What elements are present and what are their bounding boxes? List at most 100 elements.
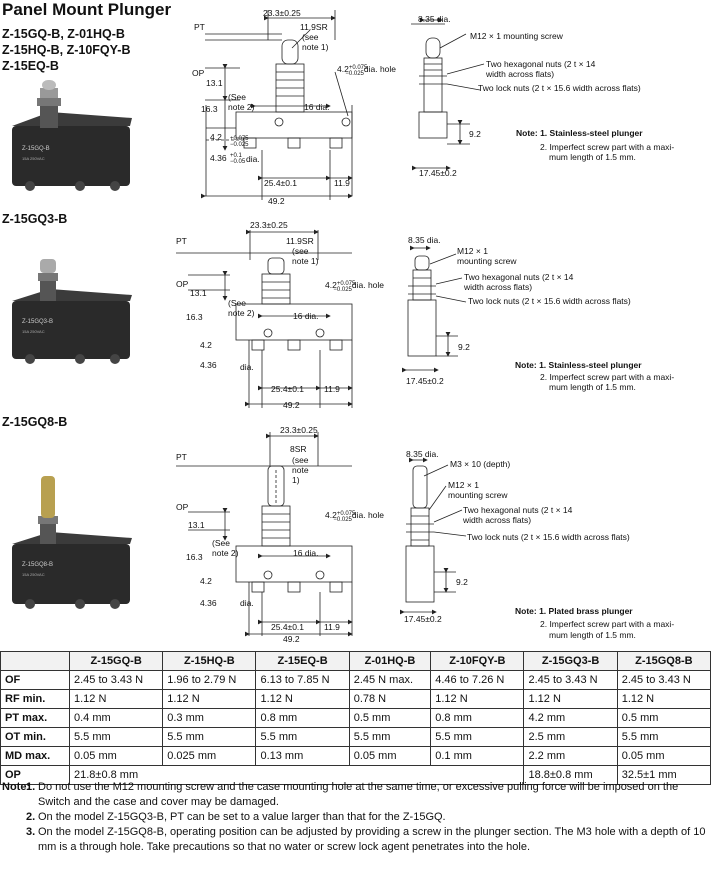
- footnote-num: 1.: [26, 781, 36, 793]
- svg-text:Two hexagonal nuts (2 t × 14: Two hexagonal nuts (2 t × 14: [464, 272, 574, 282]
- side-callout: Two hexagonal nuts (2 t × 14: [486, 59, 596, 69]
- table-row: OT min. 5.5 mm 5.5 mm 5.5 mm 5.5 mm 5.5 …: [0, 727, 712, 747]
- row-label: OP: [0, 765, 70, 785]
- svg-text:M12 × 1: M12 × 1: [457, 246, 488, 256]
- svg-text:8.35 dia.: 8.35 dia.: [406, 449, 439, 459]
- svg-text:(see: (see: [292, 455, 309, 465]
- side-dim: 17.45±0.2: [419, 168, 457, 178]
- table-cell: 0.4 mm: [68, 708, 164, 728]
- table-cell: 0.05 mm: [348, 746, 432, 766]
- svg-text:OP: OP: [176, 502, 189, 512]
- footnotes: Note: 1. Do not use the M12 mounting scr…: [2, 780, 712, 855]
- table-cell: 0.5 mm: [616, 708, 712, 728]
- svg-text:Z-15GQ3-B: Z-15GQ3-B: [22, 319, 53, 325]
- footnote-3: 3. On the model Z-15GQ8-B, operating pos…: [2, 825, 712, 855]
- table-header-cell: [0, 651, 70, 671]
- front-view-1: [201, 10, 353, 200]
- table-cell: 0.3 mm: [162, 708, 257, 728]
- svg-text:17.45±0.2: 17.45±0.2: [406, 376, 444, 386]
- svg-text:16.3: 16.3: [186, 312, 203, 322]
- table-cell: 0.5 mm: [348, 708, 432, 728]
- row-label: RF min.: [0, 689, 70, 709]
- switch-photo-1: Z-15GQ-B 15A 250VAC: [12, 80, 132, 191]
- footnote-num: 2.: [26, 811, 36, 823]
- row-label: OT min.: [0, 727, 70, 747]
- table-header-cell: Z-15GQ3-B: [523, 651, 618, 671]
- svg-text:4.2+0.075−0.025dia. hole: 4.2+0.075−0.025dia. hole: [325, 510, 384, 523]
- svg-text:(see: (see: [292, 246, 309, 256]
- switch-photo-3: Z-15GQ8-B 15A 250VAC: [12, 476, 132, 609]
- svg-text:+0.1: +0.1: [230, 153, 243, 159]
- table-cell: 2.45 N max.: [348, 670, 432, 690]
- svg-text:note: note: [292, 465, 309, 475]
- svg-text:13.1: 13.1: [188, 520, 205, 530]
- table-header-cell: Z-10FQY-B: [430, 651, 525, 671]
- footnote-2: 2. On the model Z-15GQ3-B, PT can be set…: [2, 810, 712, 825]
- table-cell: 5.5 mm: [255, 727, 350, 747]
- side-callout: width across flats): [485, 69, 554, 79]
- side-view-3-labels: 8.35 dia. M3 × 10 (depth) M12 × 1 mounti…: [404, 449, 630, 624]
- footnote-text: Do not use the M12 mounting screw and th…: [38, 781, 679, 808]
- svg-text:width across flats): width across flats): [463, 282, 532, 292]
- svg-text:49.2: 49.2: [283, 634, 300, 644]
- svg-text:16.3: 16.3: [186, 552, 203, 562]
- front-view-2: [176, 229, 353, 408]
- table-cell: 1.12 N: [68, 689, 164, 709]
- dim-sr: 11.9SR: [300, 22, 328, 32]
- table-header-cell: Z-15GQ-B: [68, 651, 164, 671]
- table-cell: 0.8 mm: [430, 708, 525, 728]
- side-view-2: [402, 245, 467, 373]
- front-view-3: [176, 432, 353, 637]
- dim-pt: PT: [194, 22, 205, 32]
- dim-436: 4.36: [210, 153, 227, 163]
- svg-text:15A 250VAC: 15A 250VAC: [22, 572, 45, 577]
- dim-width: 23.3±0.25: [263, 8, 301, 18]
- svg-text:M12 × 1: M12 × 1: [448, 480, 479, 490]
- table-cell: 0.05 mm: [616, 746, 712, 766]
- svg-text:15A 250VAC: 15A 250VAC: [22, 329, 45, 334]
- dim-note: note 1): [302, 42, 329, 52]
- svg-text:4.36: 4.36: [200, 598, 217, 608]
- svg-text:OP: OP: [176, 279, 189, 289]
- technical-drawings: 23.3±0.25 11.9SR (see note 1) PT OP 13.1…: [176, 8, 674, 644]
- row-label: OF: [0, 670, 70, 690]
- svg-text:note 2): note 2): [228, 308, 255, 318]
- dim-dia: dia.: [246, 154, 260, 164]
- svg-text:Note: 1. Stainless-steel plung: Note: 1. Stainless-steel plunger: [515, 360, 642, 370]
- table-cell: 0.1 mm: [430, 746, 525, 766]
- table-cell: 4.46 to 7.26 N: [430, 670, 525, 690]
- table-cell: 0.8 mm: [255, 708, 350, 728]
- dim-131: 13.1: [206, 78, 223, 88]
- svg-text:mum length of 1.5 mm.: mum length of 1.5 mm.: [549, 630, 636, 640]
- svg-text:Note: 1. Stainless-steel plung: Note: 1. Stainless-steel plunger: [516, 128, 643, 138]
- table-cell: 5.5 mm: [68, 727, 164, 747]
- footnote-text: On the model Z-15GQ3-B, PT can be set to…: [38, 811, 446, 823]
- notes-2: Note: 1. Stainless-steel plunger 2. Impe…: [515, 360, 674, 392]
- svg-text:11.9: 11.9: [324, 622, 340, 632]
- svg-text:23.3±0.25: 23.3±0.25: [280, 425, 318, 435]
- table-cell: 0.05 mm: [68, 746, 164, 766]
- svg-text:2. Imperfect screw part with a: 2. Imperfect screw part with a maxi-: [540, 142, 674, 152]
- table-cell: 0.025 mm: [162, 746, 257, 766]
- footnote-num: 3.: [26, 826, 36, 838]
- switch-photo-2: Z-15GQ3-B 15A 250VAC: [12, 259, 132, 364]
- svg-text:width across flats): width across flats): [462, 515, 531, 525]
- svg-text:−0.025: −0.025: [230, 142, 249, 148]
- svg-text:2. Imperfect screw part with a: 2. Imperfect screw part with a maxi-: [540, 372, 674, 382]
- svg-text:25.4±0.1: 25.4±0.1: [271, 384, 304, 394]
- svg-text:note 2): note 2): [212, 548, 239, 558]
- dim-note2: note 2): [228, 102, 255, 112]
- table-cell: 1.12 N: [523, 689, 618, 709]
- svg-text:8.35 dia.: 8.35 dia.: [408, 235, 441, 245]
- table-cell: 1.96 to 2.79 N: [162, 670, 257, 690]
- table-cell: 1.12 N: [255, 689, 350, 709]
- side-callout: Two lock nuts (2 t × 15.6 width across f…: [478, 83, 641, 93]
- svg-text:mum length of 1.5 mm.: mum length of 1.5 mm.: [549, 382, 636, 392]
- table-cell: 18.8±0.8 mm: [523, 765, 618, 785]
- section-label-gq8: Z-15GQ8-B: [2, 415, 68, 429]
- table-cell: 1.12 N: [162, 689, 257, 709]
- svg-text:Two hexagonal nuts (2 t × 14: Two hexagonal nuts (2 t × 14: [463, 505, 573, 515]
- svg-text:11.9: 11.9: [324, 384, 340, 394]
- svg-text:4.36: 4.36: [200, 360, 217, 370]
- svg-text:dia.: dia.: [240, 362, 254, 372]
